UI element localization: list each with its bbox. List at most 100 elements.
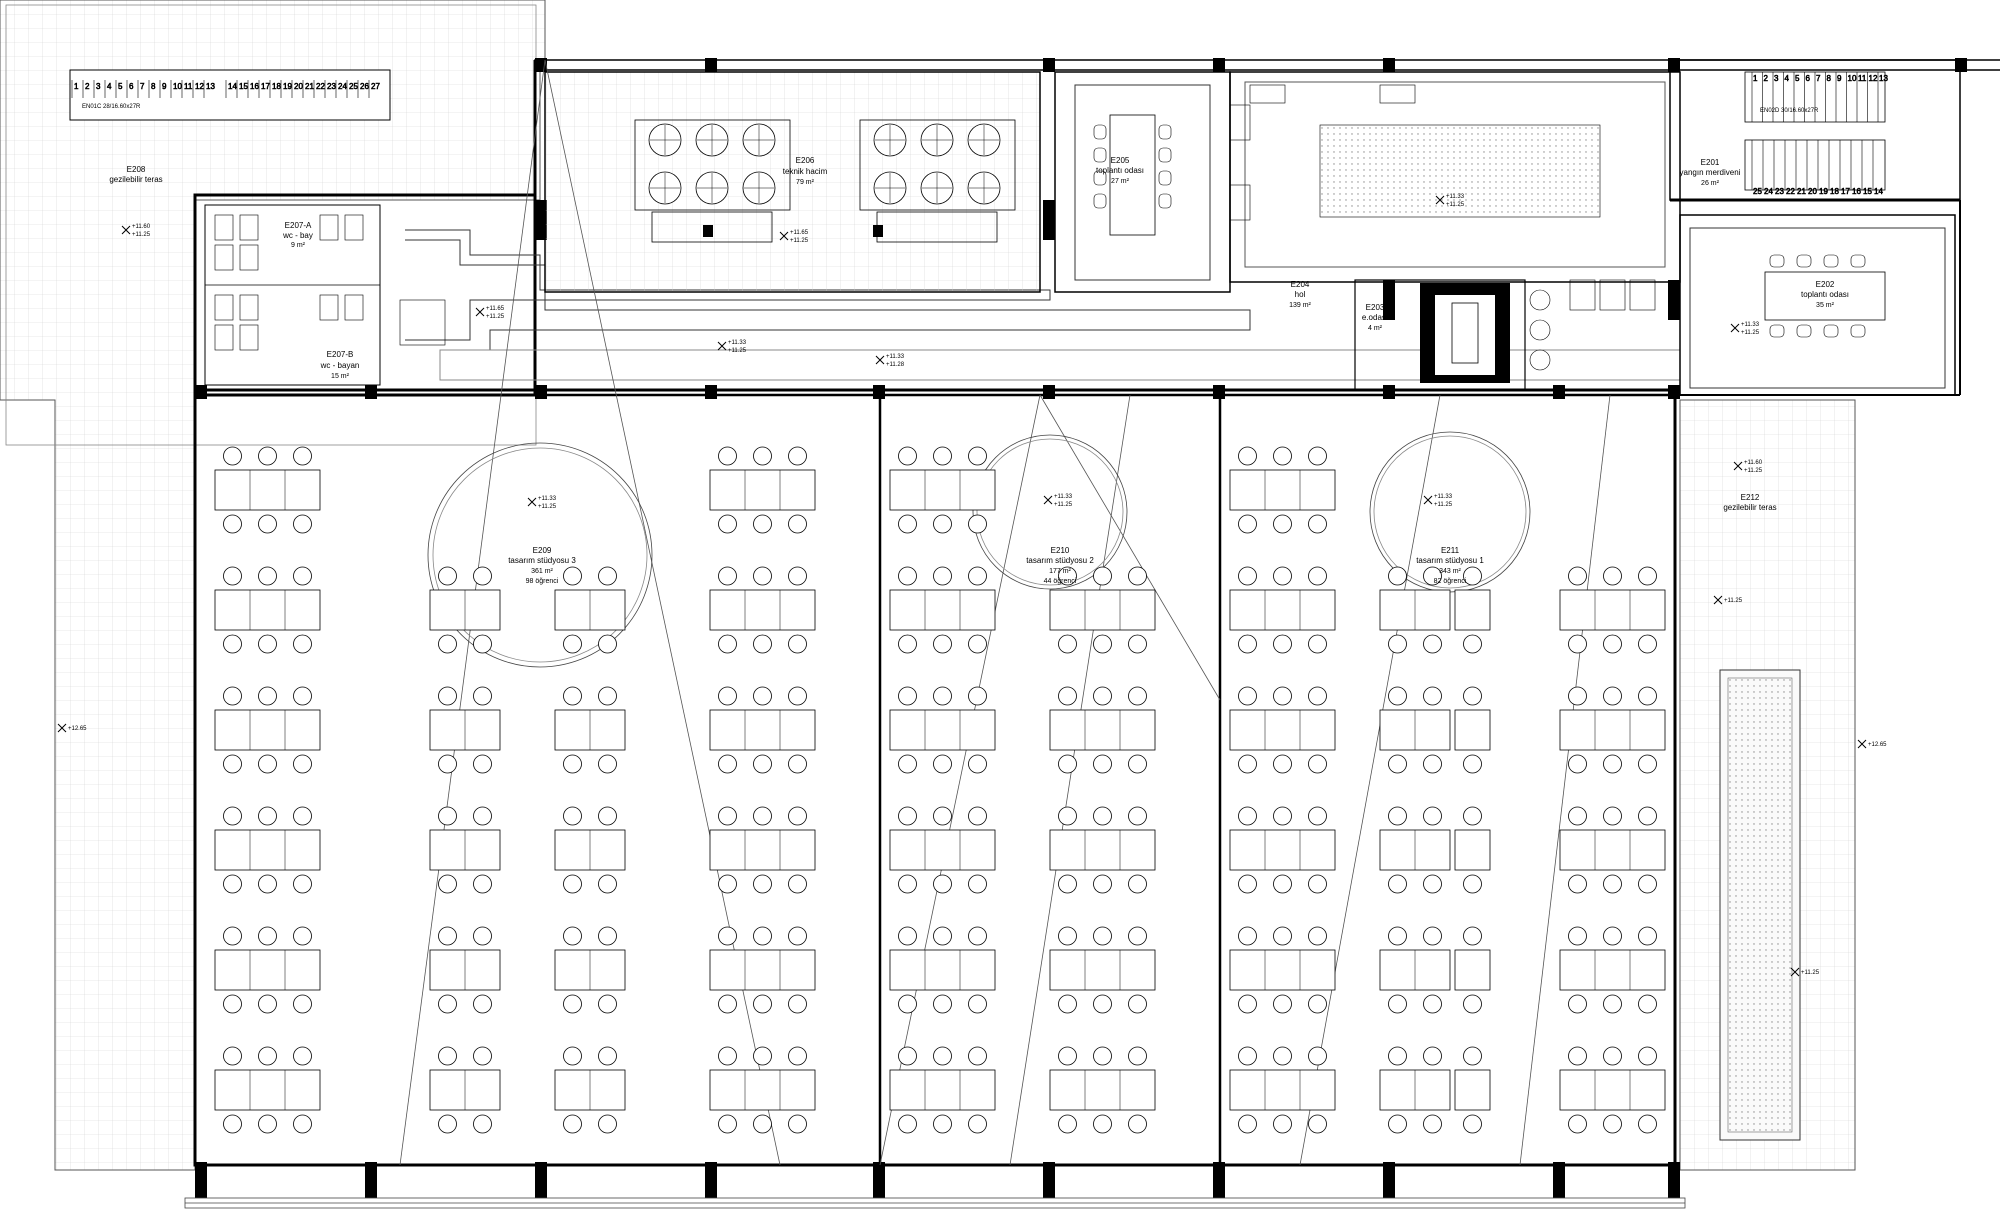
chair (788, 926, 807, 946)
level-marker: +11.25 (1790, 967, 1820, 977)
chair (438, 634, 457, 654)
chair (933, 994, 952, 1014)
chair (718, 1046, 737, 1066)
chair (1603, 566, 1622, 586)
chair (563, 566, 582, 586)
chair (898, 634, 917, 654)
chair (1238, 566, 1257, 586)
chair (473, 874, 492, 894)
chair (598, 634, 617, 654)
svg-text:+11.65: +11.65 (790, 230, 809, 236)
svg-text:+11.33: +11.33 (1741, 322, 1760, 328)
chair (1238, 806, 1257, 826)
chair (563, 926, 582, 946)
stair-step-number: 6 (1806, 74, 1811, 83)
chair (753, 1114, 772, 1134)
svg-text:+11.33: +11.33 (538, 496, 557, 502)
chair (1238, 514, 1257, 534)
chair (1273, 1114, 1292, 1134)
room-label-e209: E209 tasarım stüdyosu 3 361 m² 98 öğrenc… (508, 546, 576, 585)
chair (473, 1114, 492, 1134)
chair (968, 926, 987, 946)
svg-text:+11.25: +11.25 (728, 348, 747, 354)
chair (1463, 1046, 1482, 1066)
stair-step-number: 12 (1869, 74, 1878, 83)
stair-step-number: 11 (184, 82, 193, 91)
stair-step-number: 13 (206, 82, 215, 91)
svg-text:E203: E203 (1366, 303, 1385, 312)
svg-text:+11.25: +11.25 (1741, 330, 1760, 336)
svg-text:+11.25: +11.25 (1801, 970, 1820, 976)
chair (933, 926, 952, 946)
chair (473, 926, 492, 946)
chair (598, 926, 617, 946)
level-marker: +11.60 +11.25 (121, 224, 151, 238)
chair (753, 926, 772, 946)
chair (223, 874, 242, 894)
chair (258, 634, 277, 654)
chair (1273, 806, 1292, 826)
chair (753, 634, 772, 654)
svg-text:tasarım stüdyosu 1: tasarım stüdyosu 1 (1416, 556, 1484, 565)
stair-step-number: 18 (272, 82, 281, 91)
chair (1568, 1046, 1587, 1066)
chair (788, 1114, 807, 1134)
chair (1463, 634, 1482, 654)
chair (1308, 514, 1327, 534)
chair (968, 566, 987, 586)
svg-text:9 m²: 9 m² (291, 242, 306, 249)
svg-text:+11.25: +11.25 (538, 504, 557, 510)
room-label-e206: E206 teknik hacim 79 m² (783, 156, 828, 186)
svg-text:+11.25: +11.25 (1434, 502, 1453, 508)
chair (293, 874, 312, 894)
chair (1568, 566, 1587, 586)
stair-step-number: 14 (1874, 187, 1883, 196)
chair (718, 806, 737, 826)
stair-step-number: 1 (1753, 74, 1758, 83)
desk (1454, 949, 1491, 991)
stair-step-number: 2 (85, 82, 90, 91)
desk (889, 589, 996, 631)
desk (709, 589, 816, 631)
svg-text:toplantı odası: toplantı odası (1096, 166, 1144, 175)
chair (223, 994, 242, 1014)
chair (473, 566, 492, 586)
chair (223, 686, 242, 706)
chair (753, 806, 772, 826)
desk (1049, 589, 1156, 631)
chair (598, 1046, 617, 1066)
svg-text:wc - bay: wc - bay (282, 231, 313, 240)
chair (718, 754, 737, 774)
chair (223, 1046, 242, 1066)
chair (968, 686, 987, 706)
chair (1423, 1114, 1442, 1134)
chair (1058, 754, 1077, 774)
chair (438, 566, 457, 586)
chair (1058, 686, 1077, 706)
chair (1463, 686, 1482, 706)
svg-text:+11.60: +11.60 (132, 224, 151, 230)
chair (898, 806, 917, 826)
chair (1568, 994, 1587, 1014)
chair (968, 1114, 987, 1134)
room-label-e210: E210 tasarım stüdyosu 2 177 m² 44 öğrenc… (1026, 546, 1094, 585)
svg-text:E207-A: E207-A (285, 221, 312, 230)
chair (1058, 566, 1077, 586)
chair (1603, 1114, 1622, 1134)
chair (438, 754, 457, 774)
level-marker: +11.65 +11.25 (779, 230, 809, 244)
chair (1388, 566, 1407, 586)
meeting-room-e202 (1679, 214, 1956, 396)
svg-text:e.odası: e.odası (1362, 313, 1388, 322)
structural-columns (195, 58, 1967, 1198)
chair (1273, 686, 1292, 706)
svg-text:+11.33: +11.33 (1434, 494, 1453, 500)
stair-step-number: 27 (371, 82, 380, 91)
chair (293, 1114, 312, 1134)
stair-step-number: 25 (1753, 187, 1762, 196)
stair-step-number: 11 (1858, 74, 1867, 83)
svg-text:E204: E204 (1291, 280, 1310, 289)
fire-stair-label: EN02D 30/16.60x27R (1760, 108, 1819, 114)
chair (1638, 994, 1657, 1014)
desk (1049, 1069, 1156, 1111)
